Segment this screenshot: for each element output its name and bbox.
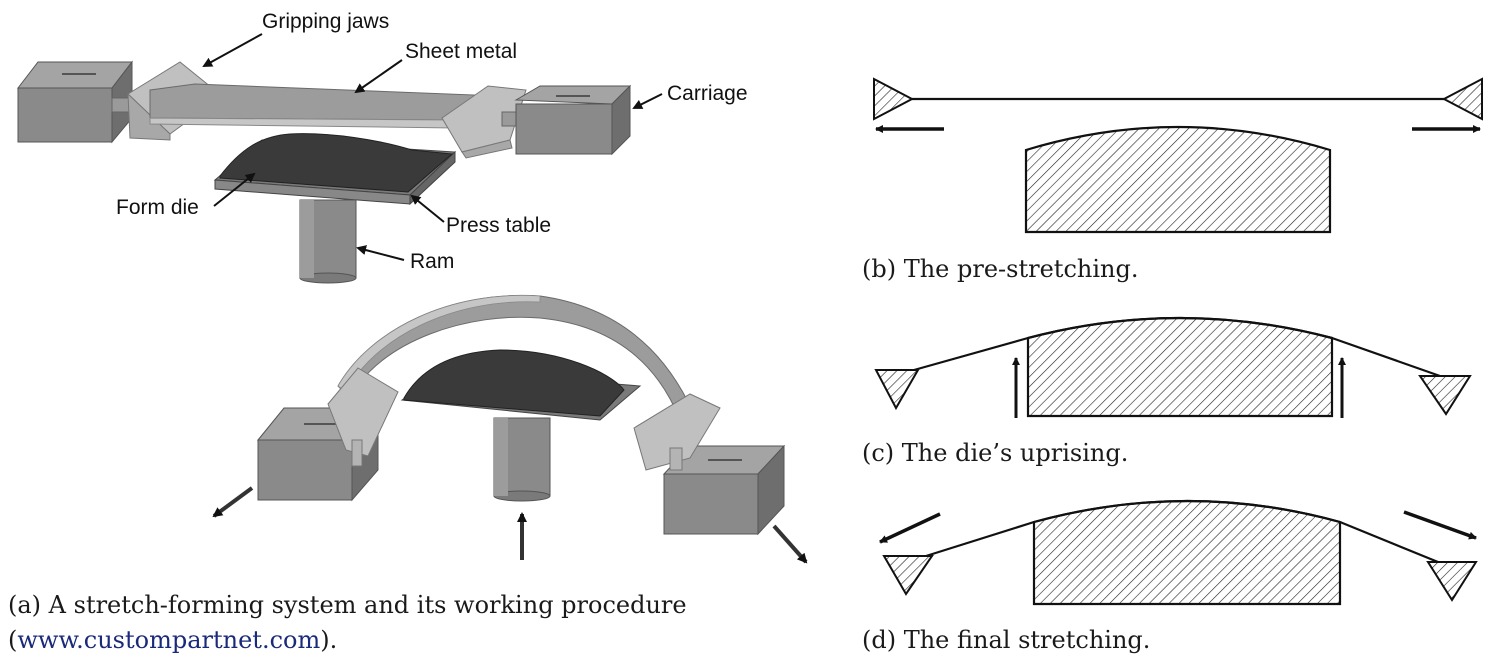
right-gripping-jaw-stretched bbox=[633, 393, 721, 471]
right-carriage-block-stretched bbox=[662, 444, 786, 536]
arrow-right-d bbox=[1403, 510, 1477, 540]
leader-gripping-jaws bbox=[202, 33, 263, 67]
leader-ram bbox=[356, 245, 405, 261]
caption-a-close: ). bbox=[320, 626, 338, 654]
ram bbox=[299, 199, 357, 284]
die-d bbox=[1032, 499, 1342, 606]
arrow-left-pull bbox=[212, 486, 254, 518]
caption-d: (d) The final stretching. bbox=[862, 626, 1151, 654]
label-carriage: Carriage bbox=[667, 82, 748, 105]
form-die bbox=[219, 133, 454, 193]
form-die-stretched bbox=[403, 349, 625, 417]
right-jaw-d bbox=[1426, 561, 1478, 602]
die-c bbox=[1026, 316, 1334, 418]
caption-c: (c) The die’s uprising. bbox=[862, 439, 1129, 467]
leader-press-table bbox=[410, 194, 445, 223]
label-gripping-jaws: Gripping jaws bbox=[262, 10, 389, 33]
left-jaw-d bbox=[882, 555, 934, 596]
arrow-left-d bbox=[879, 512, 941, 544]
label-press-table: Press table bbox=[446, 214, 551, 237]
left-jaw-c bbox=[874, 369, 920, 411]
left-jaw-b bbox=[873, 77, 915, 121]
diagram-c bbox=[874, 316, 1472, 418]
caption-a-line1: (a) A stretch-forming system and its wor… bbox=[8, 591, 687, 619]
sheet-metal-flat bbox=[149, 83, 502, 129]
right-carriage-block bbox=[514, 84, 632, 156]
right-jaw-c bbox=[1418, 375, 1472, 416]
motion-arrows-a bbox=[212, 486, 808, 564]
leader-sheet-metal bbox=[354, 59, 403, 94]
left-gripping-jaw-stretched bbox=[327, 367, 399, 457]
label-form-die: Form die bbox=[116, 196, 199, 219]
die-b bbox=[1024, 125, 1332, 234]
caption-b: (b) The pre-stretching. bbox=[862, 255, 1139, 283]
setup-initial bbox=[16, 60, 632, 284]
label-leaders bbox=[202, 33, 663, 261]
sheet-line-c bbox=[913, 316, 1441, 378]
label-sheet-metal: Sheet metal bbox=[405, 40, 517, 63]
right-jaw-b bbox=[1441, 77, 1483, 121]
setup-stretched bbox=[256, 294, 786, 536]
caption-a-line2: (www.custompartnet.com). bbox=[8, 625, 337, 655]
label-ram: Ram bbox=[410, 250, 454, 273]
ram-stretched bbox=[493, 417, 551, 502]
leader-form-die bbox=[213, 172, 256, 207]
sheet-line-d bbox=[925, 499, 1439, 564]
diagram-b bbox=[873, 77, 1483, 234]
leader-carriage bbox=[632, 93, 663, 109]
diagram-d bbox=[879, 499, 1478, 606]
caption-a-open: ( bbox=[8, 626, 18, 654]
source-link[interactable]: www.custompartnet.com bbox=[17, 626, 321, 654]
arrow-right-pull bbox=[772, 524, 808, 564]
